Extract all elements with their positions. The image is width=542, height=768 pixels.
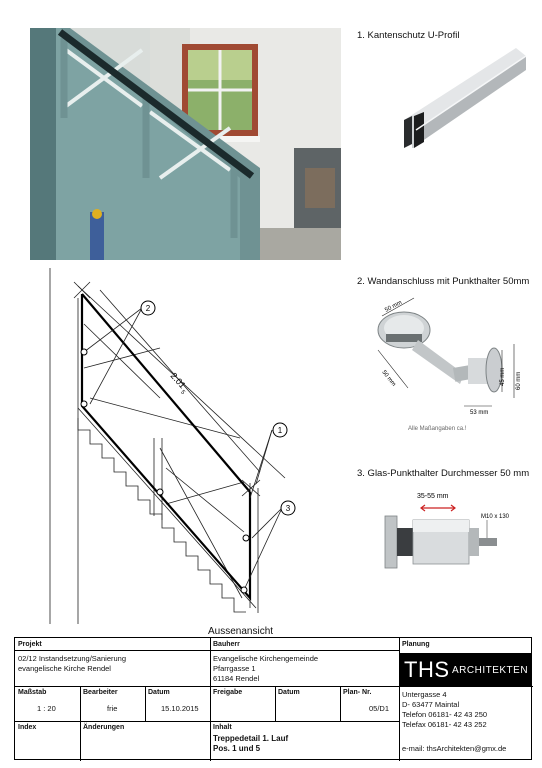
- address-line-2: D- 63477 Maintal: [402, 700, 460, 709]
- datum-value: 15.10.2015: [161, 704, 199, 713]
- caption-glas-punkthalter: 3. Glas-Punkthalter Durchmesser 50 mm: [357, 468, 530, 479]
- datum2-label: Datum: [278, 689, 300, 696]
- title-block: Projekt 02/12 Instandsetzung/Sanierung e…: [14, 637, 533, 761]
- inhalt-line-2: Pos. 1 und 5: [213, 744, 261, 753]
- staircase-photo: [30, 28, 341, 260]
- bracket-dim-2: 50 mm: [380, 370, 396, 388]
- address-line-3: Telefon 06181- 42 43 250: [402, 710, 488, 719]
- inhalt-line-1: Treppedetail 1. Lauf: [213, 734, 289, 743]
- bauherr-line-2: Pfarrgasse 1: [213, 664, 256, 673]
- index-label: Index: [18, 724, 37, 731]
- massstab-value: 1 : 20: [37, 704, 56, 713]
- projekt-label: Projekt: [18, 641, 42, 648]
- caption-kantenschutz: 1. Kantenschutz U-Profil: [357, 30, 460, 41]
- wall-bracket-image: 50 mm 50 mm 45 mm 60 mm 53 mm Alle Maßan…: [377, 297, 522, 432]
- callout-3: 3: [286, 504, 291, 513]
- bauherr-line-1: Evangelische Kirchengemeinde: [213, 654, 319, 663]
- aenderungen-label: Änderungen: [83, 724, 125, 731]
- bracket-dim-4: 60 mm: [516, 372, 522, 390]
- bearbeiter-value: frie: [107, 704, 118, 713]
- holder-range: 35-55 mm: [417, 493, 449, 500]
- projekt-line-1: 02/12 Instandsetzung/Sanierung: [18, 654, 126, 663]
- callout-1: 1: [278, 426, 283, 435]
- plan-nr-value: 05/D1: [369, 704, 390, 713]
- inhalt-label: Inhalt: [213, 724, 232, 731]
- massstab-label: Maßstab: [18, 689, 47, 696]
- holder-thread: M10 x 130: [481, 514, 510, 520]
- view-label: Aussenansicht: [208, 626, 274, 637]
- bauherr-line-3: 61184 Rendel: [213, 674, 260, 683]
- address-line-1: Untergasse 4: [402, 690, 447, 699]
- bracket-dim-3: 45 mm: [500, 368, 506, 386]
- caption-wandanschluss: 2. Wandanschluss mit Punkthalter 50mm: [357, 276, 530, 287]
- planung-label: Planung: [402, 641, 430, 648]
- firm-name: THS: [404, 657, 450, 682]
- glass-point-holder-image: 35-55 mm M10 x 130: [384, 493, 510, 569]
- callout-2: 2: [146, 304, 151, 313]
- projekt-line-2: evangelische Kirche Rendel: [18, 664, 111, 673]
- bracket-dim-5: 53 mm: [470, 410, 488, 416]
- datum-label: Datum: [148, 689, 170, 696]
- dimension-label: 2.01: [169, 371, 188, 391]
- u-profile-image: [404, 48, 527, 148]
- freigabe-label: Freigabe: [213, 689, 243, 696]
- bauherr-label: Bauherr: [213, 641, 240, 648]
- plan-nr-label: Plan- Nr.: [343, 689, 372, 696]
- dimension-sub: 5: [179, 389, 186, 396]
- railing-elevation-drawing: 2 1 3 2.01 5: [49, 268, 296, 624]
- address-line-4: Telefax 06181- 42 43 252: [402, 720, 487, 729]
- bracket-note: Alle Maßangaben ca.!: [408, 426, 467, 432]
- firm-logo: THS ARCHITEKTEN: [400, 653, 532, 686]
- bearbeiter-label: Bearbeiter: [83, 689, 118, 696]
- email: e-mail: thsArchitekten@gmx.de: [402, 744, 507, 753]
- firm-subtitle: ARCHITEKTEN: [452, 665, 529, 676]
